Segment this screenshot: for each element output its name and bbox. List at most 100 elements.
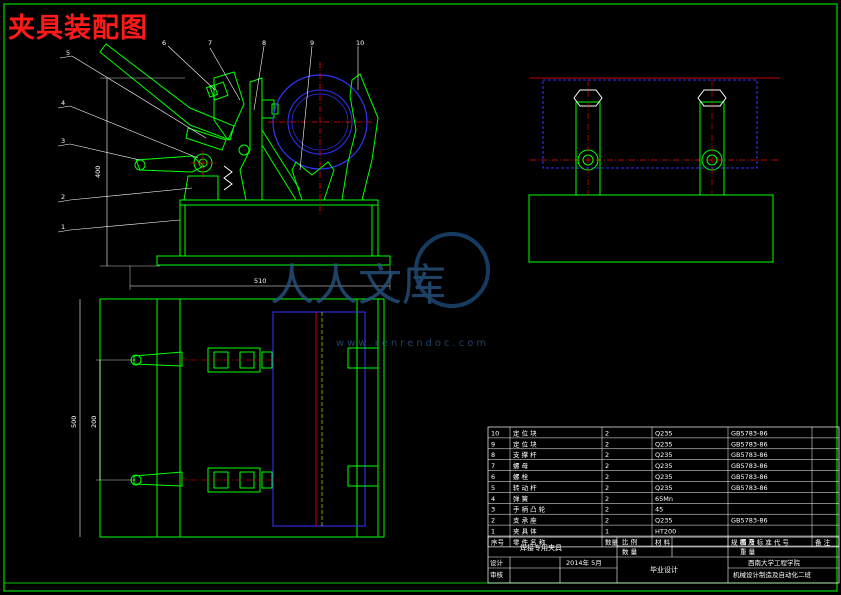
balloon-2: 2 bbox=[61, 193, 65, 201]
watermark-text: 人人文库 bbox=[270, 260, 446, 311]
bom-cell-no: 4 bbox=[491, 495, 495, 503]
balloon-8: 8 bbox=[262, 39, 266, 47]
bom-cell-standard: GB5783-86 bbox=[731, 451, 768, 459]
bom-cell-qty: 2 bbox=[605, 473, 609, 481]
dim-spacing-top: 200 bbox=[90, 416, 98, 428]
bom-header-qty: 数量 bbox=[605, 537, 619, 546]
bom-cell-no: 7 bbox=[491, 462, 495, 470]
balloon-3: 3 bbox=[61, 137, 65, 145]
bom-cell-name: 定 位 块 bbox=[513, 439, 537, 448]
title-block: 焊接专用夹具 比 例 图 号 数 量 重 量 设计 2014年 5月 审核 毕业… bbox=[487, 536, 840, 584]
support-rod bbox=[239, 77, 263, 201]
tb-weight-label: 重 量 bbox=[740, 548, 756, 556]
spring bbox=[223, 165, 233, 191]
bom-cell-qty: 2 bbox=[605, 495, 609, 503]
bom-cell-name: 定 位 块 bbox=[513, 428, 537, 437]
tb-school: 西南大学工程学院 bbox=[748, 558, 801, 567]
tb-designer-label: 设计 bbox=[490, 558, 504, 567]
bom-cell-name: 手 柄 凸 轮 bbox=[513, 505, 546, 514]
bom-cell-standard: GB5783-86 bbox=[731, 517, 768, 525]
locating-block bbox=[341, 73, 379, 201]
bom-header-name: 零 件 名 称 bbox=[513, 537, 546, 546]
tb-date: 2014年 5月 bbox=[566, 558, 602, 567]
bom-cell-qty: 2 bbox=[605, 517, 609, 525]
top-view: 500 200 bbox=[70, 298, 385, 538]
bom-cell-standard: GB5783-86 bbox=[731, 484, 768, 492]
bom-cell-material: Q235 bbox=[655, 451, 673, 459]
support-seat bbox=[183, 175, 219, 201]
bom-cell-material: Q235 bbox=[655, 484, 673, 492]
bom-cell-qty: 2 bbox=[605, 451, 609, 459]
top-pipe bbox=[272, 311, 366, 527]
bom-cell-standard: GB5783-86 bbox=[731, 462, 768, 470]
bom-cell-name: 螺 栓 bbox=[513, 472, 529, 481]
side-pipe bbox=[542, 79, 758, 169]
bom-cell-name: 支 撑 杆 bbox=[513, 450, 537, 459]
bom-cell-no: 9 bbox=[491, 440, 495, 448]
bom-cell-material: HT200 bbox=[655, 528, 676, 536]
bom-cell-qty: 2 bbox=[605, 429, 609, 437]
bom-cell-no: 2 bbox=[491, 517, 495, 525]
bom-cell-material: Q235 bbox=[655, 473, 673, 481]
watermark-url: www.renrendoc.com bbox=[336, 338, 489, 349]
tb-class: 机械设计制造及自动化二班 bbox=[733, 570, 812, 579]
bom-cell-standard: GB5783-86 bbox=[731, 473, 768, 481]
bom-header-standard: 规 格 及 标 准 代 号 bbox=[731, 537, 789, 546]
bom-cell-standard: GB5783-86 bbox=[731, 440, 768, 448]
bom-cell-name: 支 承 座 bbox=[513, 516, 537, 525]
bom-cell-no: 6 bbox=[491, 473, 495, 481]
bom-cell-no: 8 bbox=[491, 451, 495, 459]
watermark: 人人文库 www.renrendoc.com bbox=[270, 232, 490, 349]
front-view: 400 510 1 2 3 4 5 6 7 8 9 bbox=[57, 39, 391, 290]
bom-header-remark: 备 注 bbox=[815, 537, 831, 546]
bom-cell-name: 夹 具 体 bbox=[513, 527, 537, 536]
balloon-7: 7 bbox=[208, 39, 212, 47]
handle-cam bbox=[135, 155, 205, 173]
top-body bbox=[99, 298, 385, 538]
bom-cell-qty: 2 bbox=[605, 506, 609, 514]
balloon-5: 5 bbox=[66, 49, 70, 57]
bom-cell-qty: 2 bbox=[605, 462, 609, 470]
bom-cell-material: 45 bbox=[655, 506, 663, 514]
bom-cell-no: 1 bbox=[491, 528, 495, 536]
bom-header-no: 序号 bbox=[491, 537, 505, 546]
bom-cell-material: Q235 bbox=[655, 462, 673, 470]
dim-height-top: 500 bbox=[70, 416, 78, 428]
drawing-title: 夹具装配图 bbox=[8, 13, 148, 44]
fixture-body bbox=[179, 199, 379, 257]
bom-cell-no: 5 bbox=[491, 484, 495, 492]
balloon-10: 10 bbox=[356, 39, 364, 47]
bom-cell-name: 转 动 杆 bbox=[513, 483, 537, 492]
bom-cell-no: 3 bbox=[491, 506, 495, 514]
bom-cell-no: 10 bbox=[491, 429, 499, 437]
bom-cell-material: Q235 bbox=[655, 517, 673, 525]
tb-qty-label: 数 量 bbox=[622, 547, 638, 556]
side-view bbox=[528, 77, 780, 263]
tb-drawing-no-label: 图 号 bbox=[740, 538, 756, 546]
bom-cell-qty: 2 bbox=[605, 440, 609, 448]
dim-height-front: 400 bbox=[94, 166, 102, 178]
bom-cell-material: 65Mn bbox=[655, 495, 673, 503]
drawing-border bbox=[3, 3, 838, 592]
tb-project: 毕业设计 bbox=[650, 565, 678, 574]
bom-cell-material: Q235 bbox=[655, 429, 673, 437]
side-body bbox=[528, 194, 774, 263]
bom-cell-qty: 2 bbox=[605, 484, 609, 492]
bom-cell-name: 弹 簧 bbox=[513, 494, 529, 503]
bom-cell-name: 螺 母 bbox=[513, 461, 529, 470]
dim-width-front: 510 bbox=[254, 277, 266, 285]
bom-cell-standard: GB5783-86 bbox=[731, 429, 768, 437]
balloon-9: 9 bbox=[310, 39, 314, 47]
bom-cell-material: Q235 bbox=[655, 440, 673, 448]
balloon-6: 6 bbox=[162, 39, 166, 47]
v-block bbox=[291, 161, 335, 201]
tb-reviewer-label: 审核 bbox=[490, 570, 504, 579]
bom-header-material: 材 料 bbox=[655, 537, 671, 546]
tb-scale-label: 比 例 bbox=[622, 537, 637, 546]
bom-cell-qty: 1 bbox=[605, 528, 609, 536]
tb-drawing-name: 焊接专用夹具 bbox=[520, 543, 562, 552]
balloon-1: 1 bbox=[61, 223, 65, 231]
